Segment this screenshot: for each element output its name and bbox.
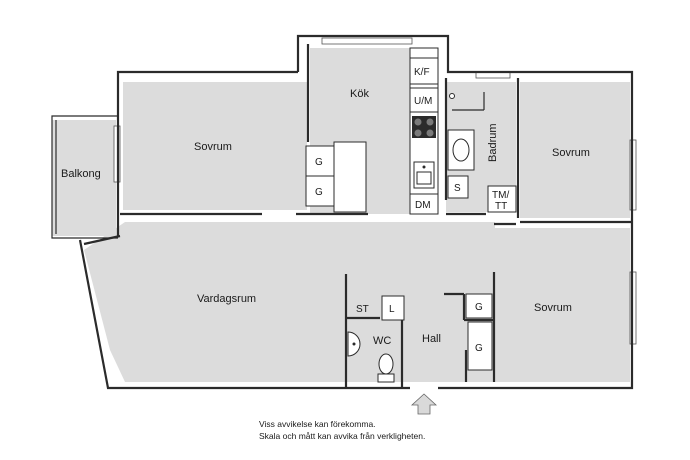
balcony-area xyxy=(52,120,116,236)
bath-cabinet xyxy=(447,175,469,199)
disclaimer-line-1: Viss avvikelse kan förekomma. xyxy=(259,419,376,429)
outer-wall-right xyxy=(438,224,634,390)
disclaimer: Viss avvikelse kan förekomma. Skala och … xyxy=(259,419,425,441)
bedroom-right-bottom-area xyxy=(495,228,630,382)
balcony-rail xyxy=(51,115,118,239)
fridge-box xyxy=(409,57,439,85)
label-tm: TM/ xyxy=(492,190,509,201)
label-sovrum-left: Sovrum xyxy=(194,141,232,153)
bedroom-right-top-area xyxy=(520,82,630,218)
window-kitchen xyxy=(321,37,413,45)
label-kok: Kök xyxy=(350,88,369,100)
bedroom-left-area xyxy=(123,82,307,210)
outer-walls xyxy=(51,34,634,390)
outer-wall-bottom xyxy=(78,239,410,390)
toilet-tank-icon xyxy=(377,373,395,383)
fixture-labels: K/F U/M DM G G S TM/ TT ST L G G xyxy=(315,67,509,354)
stove-burner-4 xyxy=(426,129,434,137)
wc-sink-drain xyxy=(352,342,356,346)
living-room-area xyxy=(84,222,345,382)
stove-burner-3 xyxy=(414,129,422,137)
label-g-bedroom-1: G xyxy=(315,157,323,168)
label-wc: WC xyxy=(373,335,391,347)
label-st: ST xyxy=(356,304,369,315)
outer-wall-left xyxy=(116,70,298,236)
hall-closet-1 xyxy=(465,293,493,319)
wall-living-diag xyxy=(83,234,121,246)
room-labels: Kök Sovrum Sovrum Balkong Vardagsrum Sov… xyxy=(61,88,590,347)
label-badrum: Badrum xyxy=(487,123,499,162)
label-vardagsrum: Vardagsrum xyxy=(197,293,256,305)
hall-closet-2 xyxy=(467,321,493,371)
wardrobe-2 xyxy=(305,175,335,207)
disclaimer-line-2: Skala och mått kan avvika från verklighe… xyxy=(259,431,425,441)
outer-wall-top xyxy=(296,34,634,224)
label-g-hall-1: G xyxy=(475,302,483,313)
label-l: L xyxy=(389,304,395,315)
label-g-hall-2: G xyxy=(475,343,483,354)
label-kf: K/F xyxy=(414,67,430,78)
label-dm: DM xyxy=(415,200,431,211)
stove-burner-2 xyxy=(426,118,434,126)
bath-sink-icon xyxy=(452,138,470,162)
label-hall: Hall xyxy=(422,333,441,345)
wardrobe-1 xyxy=(305,145,335,177)
toilet-bowl-icon xyxy=(378,353,394,375)
kitchen-fixtures xyxy=(333,47,439,215)
washer-dryer-box xyxy=(487,185,517,213)
bathroom-fixtures xyxy=(447,92,517,213)
label-um: U/M xyxy=(414,96,432,107)
stove-burner-1 xyxy=(414,118,422,126)
oven-box xyxy=(409,87,439,113)
interior-walls xyxy=(83,44,632,388)
sink-drain-icon xyxy=(422,165,426,169)
entrance-arrow-icon xyxy=(410,393,438,415)
sink-basin-icon xyxy=(416,171,432,185)
label-balkong: Balkong xyxy=(61,168,101,180)
label-sovrum-right-top: Sovrum xyxy=(552,147,590,159)
label-g-bedroom-2: G xyxy=(315,187,323,198)
storage-box xyxy=(381,295,405,321)
label-sovrum-right-bottom: Sovrum xyxy=(534,302,572,314)
bedroom-wardrobes xyxy=(305,145,335,207)
wc-fixtures xyxy=(347,295,405,383)
room-fills xyxy=(52,48,630,382)
hall-closets xyxy=(465,293,493,371)
kitchen-island xyxy=(333,141,367,213)
label-s-bath: S xyxy=(454,183,461,194)
label-tt: TT xyxy=(495,201,507,212)
dishwasher-box xyxy=(409,193,439,215)
shower-head-icon xyxy=(449,93,455,99)
